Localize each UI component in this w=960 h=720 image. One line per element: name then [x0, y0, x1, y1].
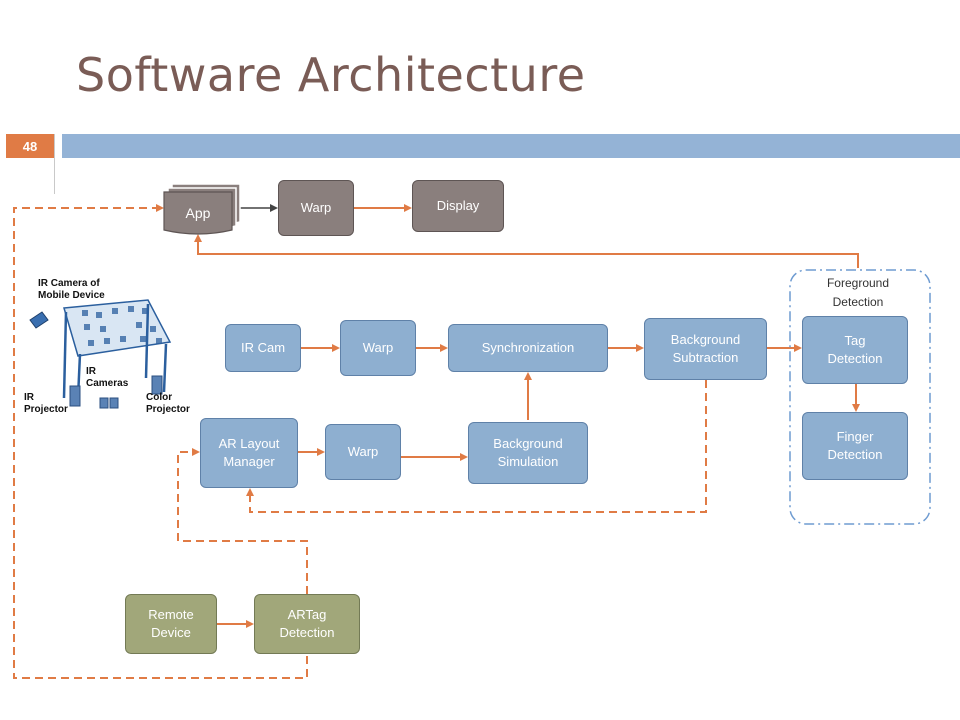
label-ir-cameras: IR Cameras [86, 366, 129, 389]
header-divider [54, 134, 55, 194]
node-finger-detection: Finger Detection [802, 412, 908, 480]
label-color-projector: Color Projector [146, 392, 190, 415]
node-warp-top: Warp [278, 180, 354, 236]
edge-artag-app-dashed [13, 204, 308, 679]
node-display: Display [412, 180, 504, 232]
edge-foreground-app [194, 234, 859, 268]
node-synchronization: Synchronization [448, 324, 608, 372]
node-ir-cam: IR Cam [225, 324, 301, 372]
node-background-subtraction: Background Subtraction [644, 318, 767, 380]
node-remote-device: Remote Device [125, 594, 217, 654]
slide-number-badge: 48 [6, 134, 54, 158]
node-artag-detection: ARTag Detection [254, 594, 360, 654]
node-app: App [185, 205, 211, 221]
node-warp-mid: Warp [340, 320, 416, 376]
app-doc-stack-icon [163, 183, 241, 235]
foreground-group-box [789, 269, 931, 525]
label-ir-camera-mobile: IR Camera of Mobile Device [38, 278, 105, 301]
node-ar-layout-manager: AR Layout Manager [200, 418, 298, 488]
label-ir-projector: IR Projector [24, 392, 68, 415]
hardware-illustration [29, 299, 172, 409]
slide-title: Software Architecture [76, 48, 586, 102]
header-bar [62, 134, 960, 158]
edge-artag-arlayout-dashed [177, 448, 308, 594]
foreground-detection-label: Foreground Detection [826, 276, 890, 309]
node-warp-low: Warp [325, 424, 401, 480]
node-tag-detection: Tag Detection [802, 316, 908, 384]
edge-bgsub-arlayout-dashed [246, 380, 707, 513]
node-background-simulation: Background Simulation [468, 422, 588, 484]
